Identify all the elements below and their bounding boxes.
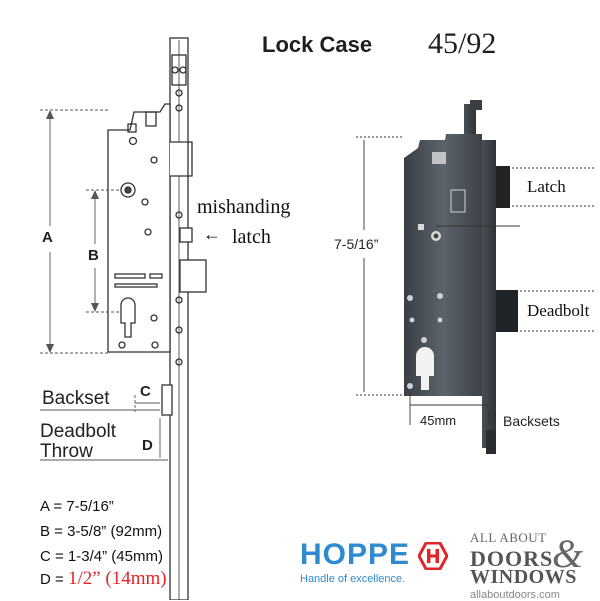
dimension-a-label: A <box>42 229 53 246</box>
spec-a: A = 7-5/16” <box>40 498 114 515</box>
spec-d-prefix: D = <box>40 571 68 588</box>
dimension-d-label: D <box>142 437 153 454</box>
spec-d: D = 1/2” (14mm) <box>40 568 167 590</box>
height-dimension-label: 7-5/16” <box>334 236 379 252</box>
backset-value-label: 45mm <box>420 413 457 428</box>
aadw-doors: DOORS <box>470 546 554 571</box>
deadbolt-throw-label-line2: Throw <box>40 441 93 462</box>
aadw-windows: WINDOWS <box>470 566 577 588</box>
hoppe-wordmark: HOPPE <box>300 538 411 571</box>
deadbolt-label: Deadbolt <box>527 301 590 320</box>
mishanding-arrow-icon: ← <box>203 224 221 244</box>
spec-d-value: 1/2” (14mm) <box>67 568 167 589</box>
hoppe-tagline: Handle of excellence. <box>300 573 406 585</box>
dimension-c-label: C <box>140 383 151 400</box>
aadw-logo: ALL ABOUT DOORS & WINDOWS allaboutdoors.… <box>470 530 594 601</box>
backset-label: Backset <box>42 388 110 409</box>
title-number: 45/92 <box>428 27 497 60</box>
deadbolt-throw-label-line1: Deadbolt <box>40 421 117 442</box>
latch-label: Latch <box>527 177 566 196</box>
aadw-ampersand: & <box>552 531 584 576</box>
backsets-label: Backsets <box>503 413 560 429</box>
hoppe-logo: HOPPE Handle of excellence. <box>300 538 450 585</box>
spec-c: C = 1-3/4” (45mm) <box>40 548 163 565</box>
aadw-line1: ALL ABOUT <box>470 530 547 545</box>
hoppe-hexagon-icon <box>417 541 450 575</box>
title-word: Lock Case <box>262 32 373 57</box>
mishanding-latch-label: latch <box>232 226 271 248</box>
spec-b: B = 3-5/8” (92mm) <box>40 523 163 540</box>
mishanding-label: mishanding <box>197 196 291 218</box>
dimension-b-label: B <box>88 247 99 264</box>
aadw-url: allaboutdoors.com <box>470 589 560 601</box>
